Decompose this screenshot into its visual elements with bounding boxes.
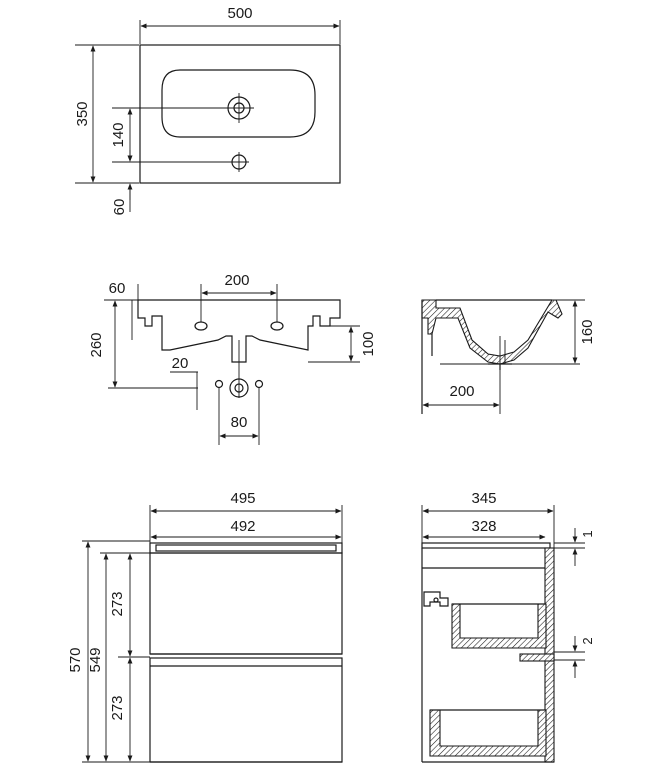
- outlet-outer-circle: [229, 378, 249, 398]
- dim-edge-60: 60: [109, 280, 126, 297]
- countertop-inner: [155, 544, 337, 552]
- dim-width-495: 495: [230, 490, 255, 507]
- basin-side-section: [421, 299, 563, 365]
- drawer-top: [149, 552, 343, 655]
- cabinet-side-section: 345 328 1 2: [421, 490, 595, 763]
- dim-gap-1: 1: [580, 530, 595, 537]
- dim-outlet-80: 80: [231, 414, 248, 431]
- outlet-inner-circle: [234, 383, 244, 393]
- side-top-panel: [421, 542, 551, 549]
- lower-drawer-box: [429, 709, 547, 757]
- front-hole-left: [194, 321, 208, 331]
- dim-hole-140: 140: [110, 122, 127, 147]
- basin-bowl-top: [161, 69, 316, 138]
- dim-height-570: 570: [67, 647, 84, 672]
- dim-drawer-bottom-273: 273: [109, 695, 126, 720]
- dim-hole-spacing-200: 200: [224, 272, 249, 289]
- side-basin-section: 160 200: [421, 299, 596, 414]
- drawer-bottom: [149, 657, 343, 763]
- dim-gap-2: 2: [580, 637, 595, 644]
- dim-bowl-100: 100: [360, 331, 377, 356]
- dim-width-500: 500: [227, 5, 252, 22]
- dim-width-492: 492: [230, 518, 255, 535]
- dim-depth-345: 345: [471, 490, 496, 507]
- front-hole-right: [270, 321, 284, 331]
- dim-height-260: 260: [88, 332, 105, 357]
- dim-height-549: 549: [87, 647, 104, 672]
- outlet-bolt-right: [254, 379, 264, 389]
- dim-depth-328: 328: [471, 518, 496, 535]
- dim-depth-350: 350: [74, 101, 91, 126]
- basin-outline-top: [139, 44, 341, 184]
- dim-offset-20: 20: [172, 355, 189, 372]
- upper-drawer-box: [451, 603, 547, 649]
- cabinet-front-view: 495 492 570 549 273 273: [67, 490, 343, 763]
- middle-rail: [519, 653, 555, 662]
- hinge-mechanism: [423, 591, 449, 607]
- outlet-bolt-left: [214, 379, 224, 389]
- dim-drawer-top-273: 273: [109, 591, 126, 616]
- dim-depth-200: 200: [449, 383, 474, 400]
- dim-offset-60: 60: [111, 199, 128, 216]
- dim-height-160: 160: [579, 319, 596, 344]
- hinge-screw: [433, 597, 439, 603]
- top-view: 500 350 140 60: [74, 5, 341, 216]
- front-basin-view: 200 60 260 100 20 80: [88, 272, 377, 445]
